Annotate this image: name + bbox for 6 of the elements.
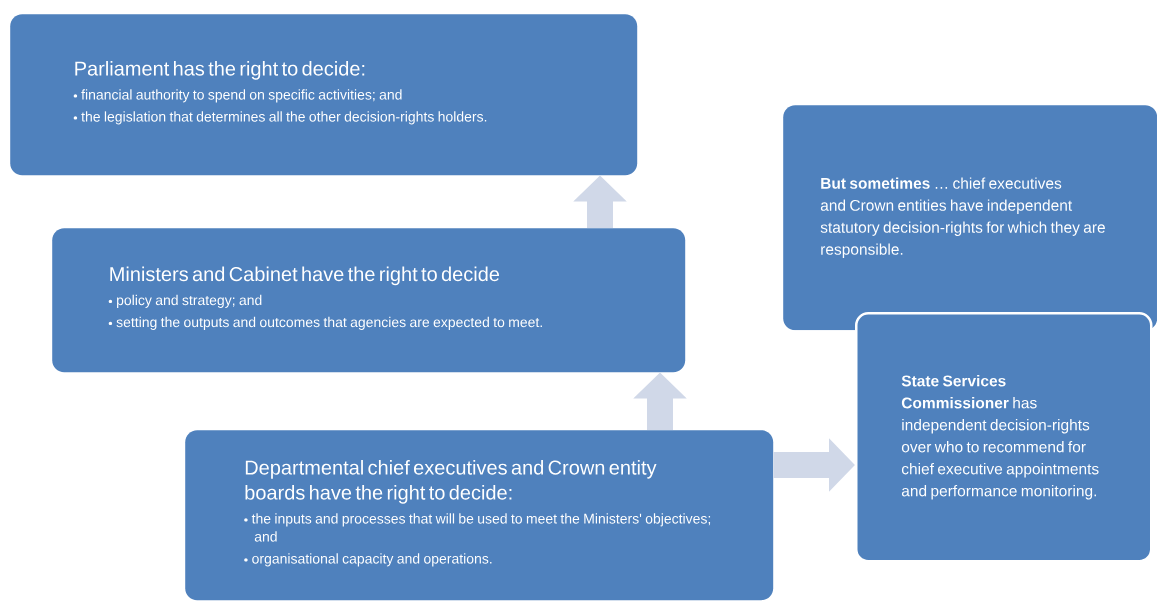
node-label: But sometimes … chief executives and Crown entities have independent statutory decision-rights for which they are responsible. (820, 177, 1105, 258)
text-box: Ministers and Cabinet have the right to decide policy and strategy; and setting the outputs and outcomes that agencies are expected to meet. (52, 228, 686, 373)
text-box: But sometimes … chief executives and Crown entities have independent statutory decision-rights for which they are responsible. (783, 105, 1157, 331)
text-box: Departmental chief executives and Crown entity boards have the right to decide: the inputs and processes that will be used to meet the Ministers' objectives; and organisational capacity and operations. (185, 430, 774, 601)
text-box: Parliament has the right to decide: financial authority to spend on specific activities; and the legislation that determines all the other decision-rights holders. (10, 14, 638, 176)
text-box: State Services Commissioner has independent decision-rights over who to recommend for chief executive appointments and performance monitoring. (855, 312, 1153, 563)
